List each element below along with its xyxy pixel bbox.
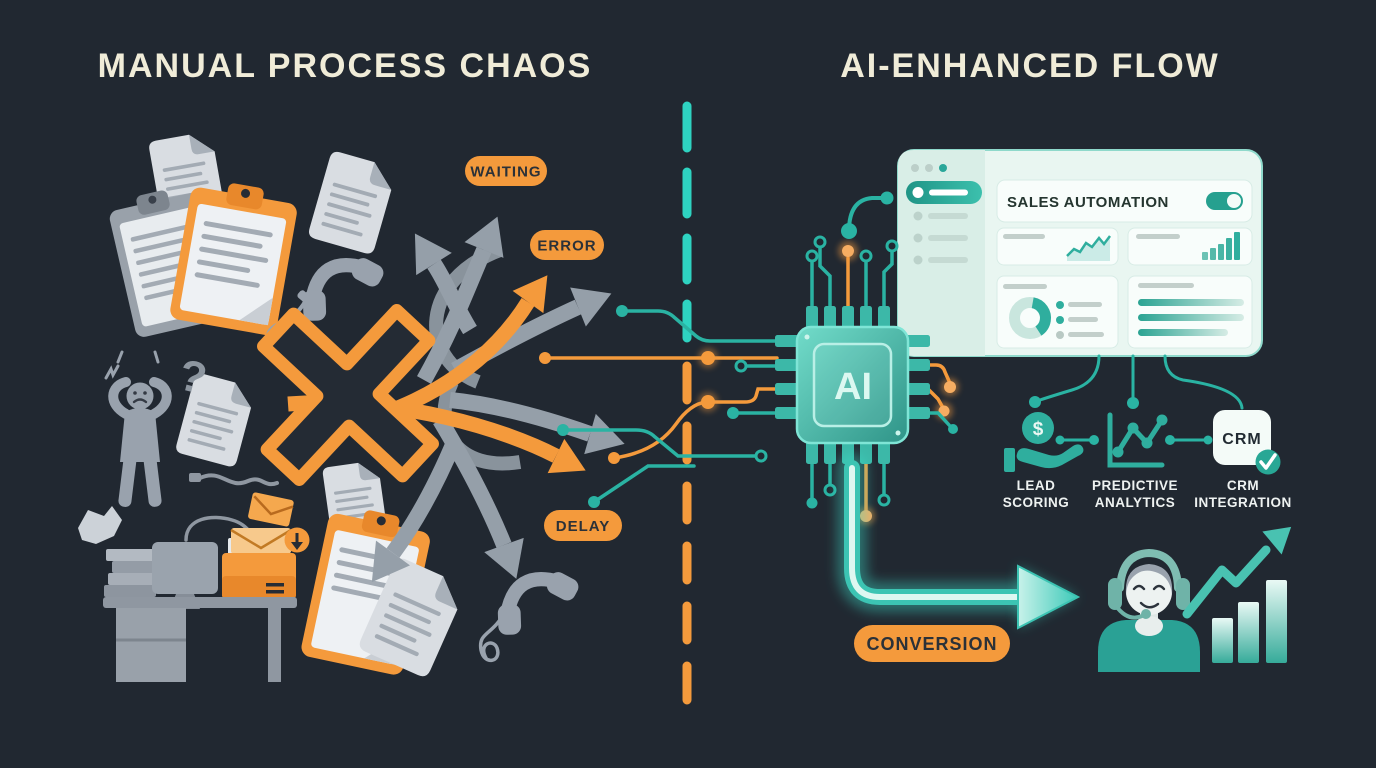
axes-icon: [1107, 412, 1165, 468]
microphone-icon: [1114, 604, 1144, 620]
waiting-badge-label: WAITING: [470, 164, 541, 181]
conversion-badge: [854, 625, 1010, 662]
phone-icon: [481, 558, 588, 662]
left-title: MANUAL PROCESS CHAOS: [98, 47, 593, 85]
manual-chaos-scene: ?: [78, 130, 625, 682]
sidebar-item-active[interactable]: [906, 181, 982, 204]
crm-box-label: CRM: [1222, 431, 1261, 448]
automation-toggle[interactable]: [1206, 192, 1243, 210]
crm-box-icon: [1213, 410, 1271, 465]
automation-header-label: SALES AUTOMATION: [1007, 194, 1169, 211]
waiting-badge: [465, 156, 547, 186]
automation-header-card: [996, 179, 1253, 223]
donut-chart-card: [996, 275, 1119, 349]
frustrated-person-icon: [104, 350, 172, 507]
progress-bars-card: [1127, 275, 1253, 349]
line-chart-card: [996, 227, 1119, 266]
crm-label-2: INTEGRATION: [1194, 495, 1292, 510]
dashboard-window: SALES AUTOMATION: [897, 149, 1263, 357]
predictive-label-2: ANALYTICS: [1095, 495, 1176, 510]
error-badge: [530, 230, 604, 260]
window-dot: [911, 164, 919, 172]
monitor-icon: [152, 542, 218, 594]
status-badges: WAITING ERROR DELAY CONVERSION: [465, 156, 1010, 662]
feature-predictive-analytics: PREDICTIVE ANALYTICS: [1092, 412, 1178, 510]
window-dot: [925, 164, 933, 172]
mail-tray-icon: [222, 492, 310, 599]
feature-connectors: [1029, 354, 1244, 445]
ai-chip: AI: [775, 306, 930, 464]
crm-label-1: CRM: [1227, 478, 1259, 493]
conversion-arrow: [837, 453, 1081, 630]
cable-icon: [189, 473, 279, 487]
delay-badge-label: DELAY: [556, 518, 610, 535]
feature-lead-scoring: $ LEAD SCORING: [1003, 412, 1084, 510]
conversion-badge-label: CONVERSION: [866, 634, 997, 654]
dollar-icon: $: [1033, 419, 1044, 440]
clipboard-orange-icon: [170, 183, 297, 336]
lead-scoring-label-1: LEAD: [1017, 478, 1056, 493]
crumpled-paper-icon: [78, 506, 122, 544]
dashboard-sidebar: [898, 150, 985, 356]
feature-crm-integration: CRM CRM INTEGRATION: [1194, 410, 1292, 510]
support-agent-icon: [1098, 548, 1200, 672]
bar-chart-card: [1127, 227, 1253, 266]
lead-scoring-label-2: SCORING: [1003, 495, 1070, 510]
document-icon: [307, 150, 398, 256]
circuit-traces: [539, 305, 779, 508]
hand-icon: [1004, 444, 1084, 472]
sidebar-item[interactable]: [913, 211, 969, 221]
x-mark-icon: [257, 304, 439, 486]
desk-scene: [103, 492, 310, 682]
window-dot: [939, 164, 947, 172]
delay-badge: [544, 510, 622, 541]
trend-line-icon: [1115, 417, 1165, 455]
growth-chart-icon: [1182, 526, 1292, 663]
sidebar-item[interactable]: [913, 255, 969, 265]
ai-chip-label: AI: [834, 366, 872, 408]
predictive-label-1: PREDICTIVE: [1092, 478, 1178, 493]
headset-icon: [1116, 548, 1182, 592]
sidebar-item[interactable]: [913, 233, 969, 243]
right-title: AI-ENHANCED FLOW: [840, 47, 1220, 85]
error-badge-label: ERROR: [537, 238, 596, 255]
